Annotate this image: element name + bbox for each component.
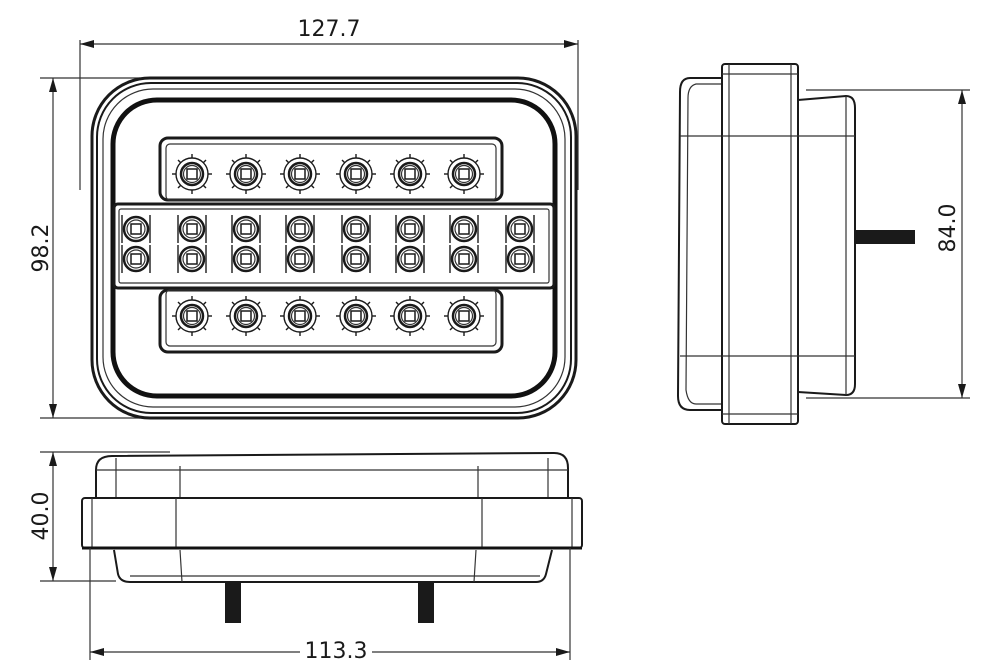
front-view: 127.7 98.2 (29, 17, 579, 420)
dimension-label-bottom-depth: 40.0 (29, 492, 54, 541)
dimension-side-height: 84.0 (806, 89, 970, 399)
dimension-front-height: 98.2 (29, 77, 140, 419)
dimension-label-front-width: 127.7 (298, 17, 361, 42)
side-view: 84.0 (676, 63, 970, 425)
dimension-bottom-depth: 40.0 (29, 451, 170, 582)
dimension-label-front-height: 98.2 (29, 224, 54, 273)
dimension-bottom-width: 113.3 (89, 548, 571, 664)
dimension-label-bottom-width: 113.3 (305, 639, 368, 664)
led-row-middle-top (120, 213, 536, 245)
connector-left (225, 583, 241, 623)
bottom-view: 40.0 113.3 (29, 451, 583, 664)
dimension-label-side-height: 84.0 (936, 204, 961, 253)
led-row-lower (170, 294, 486, 338)
dimension-front-width: 127.7 (79, 17, 579, 190)
led-row-middle-bottom (120, 243, 536, 275)
led-row-upper (170, 152, 486, 196)
connector-right (418, 583, 434, 623)
cable-stub-side (855, 230, 915, 244)
